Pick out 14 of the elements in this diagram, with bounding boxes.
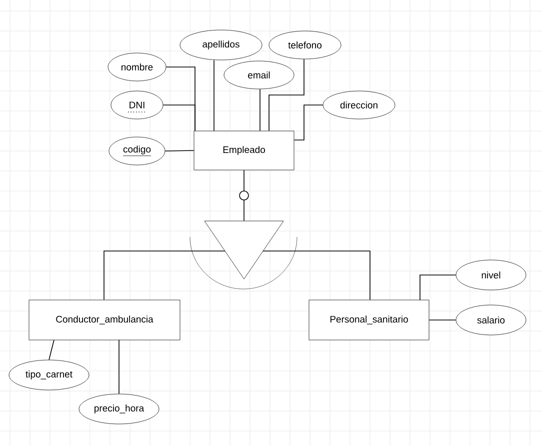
connector-line bbox=[164, 150, 194, 152]
connector-line bbox=[239, 170, 249, 222]
entity-box: Conductor_ambulancia bbox=[28, 300, 180, 340]
specialization-triangle bbox=[204, 220, 284, 280]
connector-line bbox=[104, 250, 226, 300]
entity-box: Empleado bbox=[194, 130, 294, 170]
connector-line bbox=[268, 58, 304, 132]
entity-box: Personal_sanitario bbox=[308, 300, 430, 340]
connector-line bbox=[262, 250, 370, 300]
connector-line bbox=[48, 340, 54, 360]
connector-line bbox=[294, 104, 324, 140]
connector-line bbox=[420, 274, 456, 300]
connector-line bbox=[118, 340, 120, 394]
connector-line bbox=[162, 104, 196, 132]
